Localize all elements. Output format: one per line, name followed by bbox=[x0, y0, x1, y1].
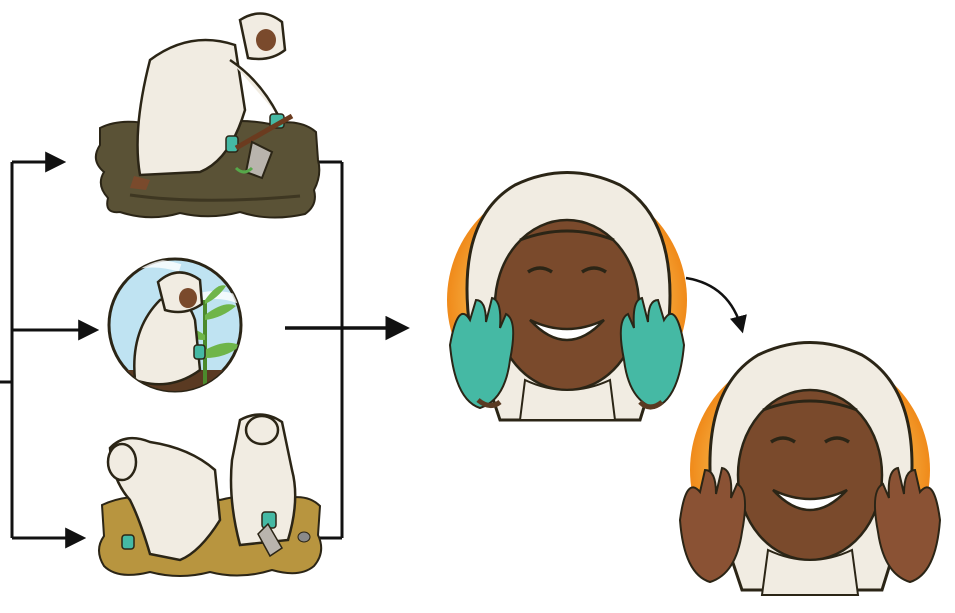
two-people-planting-icon bbox=[99, 414, 321, 576]
left-bracket-lines bbox=[0, 162, 95, 538]
digging-person-icon bbox=[96, 13, 320, 217]
smiling-face-gloved-hands-icon bbox=[447, 173, 687, 421]
planting-sapling-icon bbox=[100, 259, 260, 410]
curved-arrow-to-clean-hands bbox=[686, 278, 742, 330]
right-bracket-lines bbox=[285, 162, 405, 538]
smiling-face-bare-hands-icon bbox=[680, 343, 940, 596]
